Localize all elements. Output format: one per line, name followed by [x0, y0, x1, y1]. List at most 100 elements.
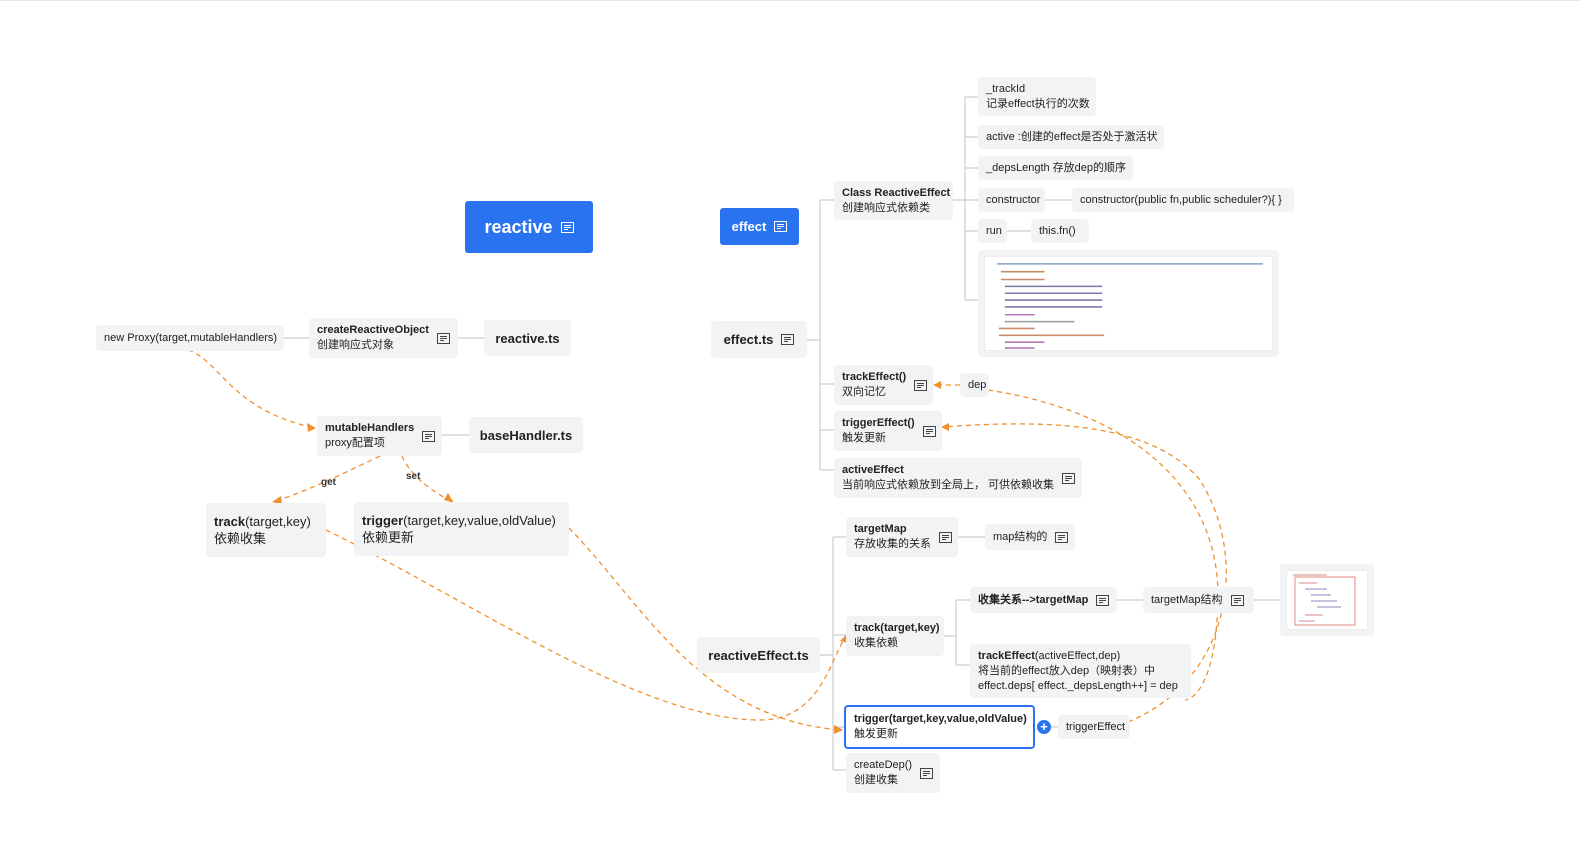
console-screenshot-lines	[996, 263, 1264, 349]
note-icon[interactable]	[1096, 594, 1110, 606]
track-effect-call-node[interactable]: trackEffect(activeEffect,dep) 将当前的effect…	[970, 644, 1191, 698]
node-title: targetMap	[854, 523, 907, 535]
reactive-ts-node[interactable]: reactive.ts	[484, 320, 571, 356]
effect-ts-node[interactable]: effect.ts	[711, 321, 807, 358]
active-node[interactable]: active :创建的effect是否处于激活状	[978, 125, 1164, 149]
deps-length-node[interactable]: _depsLength 存放dep的顺序	[978, 156, 1133, 180]
note-icon[interactable]	[422, 430, 436, 442]
class-reactive-effect-node[interactable]: Class ReactiveEffect 创建响应式依赖类	[834, 181, 953, 220]
collect-relation-node[interactable]: 收集关系-->targetMap	[970, 587, 1117, 613]
trigger-right-node[interactable]: trigger(target,key,value,oldValue) 触发更新	[844, 705, 1035, 749]
edge-effectts-branch	[807, 199, 834, 471]
node-desc: proxy配置项	[325, 437, 385, 449]
node-line2: 将当前的effect放入dep（映射表）中	[978, 664, 1156, 677]
arrow-handlers	[307, 423, 316, 432]
constructor-signature-node[interactable]: constructor(public fn,public scheduler?)…	[1072, 188, 1294, 212]
node-desc: 依赖收集	[214, 531, 267, 546]
top-border	[0, 0, 1580, 1]
console-screenshot-image[interactable]	[978, 250, 1279, 357]
this-fn-label: this.fn()	[1039, 224, 1076, 237]
arrow-track-left	[272, 496, 282, 505]
node-desc: 创建响应式依赖类	[842, 201, 930, 214]
note-icon[interactable]	[560, 221, 574, 233]
node-args: (target,key,value,oldValue)	[403, 513, 556, 528]
node-desc: 存放收集的关系	[854, 538, 931, 550]
link-triggereffect-fn	[941, 423, 1227, 723]
node-desc: 触发更新	[842, 432, 886, 444]
arrow-triggereffect-fn	[941, 423, 949, 431]
trigger-effect-node[interactable]: triggerEffect	[1058, 715, 1130, 739]
create-reactive-object-node[interactable]: createReactiveObject 创建响应式对象	[309, 318, 458, 358]
track-left-node[interactable]: track(target,key) 依赖收集	[206, 503, 326, 557]
note-icon[interactable]	[774, 221, 788, 232]
track-id-node[interactable]: _trackId 记录effect执行的次数	[978, 77, 1096, 116]
trigger-effect-label: triggerEffect	[1066, 720, 1126, 733]
trigger-effect-fn-node[interactable]: triggerEffect() 触发更新	[834, 411, 942, 451]
thumbnail-lines	[1293, 574, 1356, 626]
create-dep-node[interactable]: createDep() 创建收集	[846, 753, 940, 793]
note-icon[interactable]	[436, 332, 450, 344]
constructor-node[interactable]: constructor	[978, 188, 1045, 212]
deps-length-label: _depsLength 存放dep的顺序	[986, 161, 1127, 174]
note-icon[interactable]	[781, 334, 795, 345]
base-handler-ts-node[interactable]: baseHandler.ts	[469, 417, 583, 453]
reactive-root-node[interactable]: reactive	[465, 201, 593, 253]
active-label: active :创建的effect是否处于激活状	[986, 130, 1158, 143]
link-trigger-trigger	[568, 527, 843, 731]
note-icon[interactable]	[922, 425, 936, 437]
node-title: track	[214, 514, 246, 529]
edge-label-get: get	[321, 477, 336, 488]
node-title: Class ReactiveEffect	[842, 186, 951, 199]
constructor-signature-label: constructor(public fn,public scheduler?)…	[1080, 193, 1282, 206]
note-icon[interactable]	[920, 767, 934, 779]
node-line3: effect.deps[ effect._depsLength++] = dep	[978, 679, 1178, 692]
note-icon[interactable]	[914, 379, 928, 391]
edge-class-branch	[953, 96, 978, 301]
new-proxy-node[interactable]: new Proxy(target,mutableHandlers)	[96, 325, 284, 351]
node-title: trigger(target,key,value,oldValue)	[854, 713, 1027, 725]
reactive-effect-ts-node[interactable]: reactiveEffect.ts	[697, 637, 820, 673]
note-icon[interactable]	[1062, 472, 1076, 484]
collect-relation-label: 收集关系-->targetMap	[978, 593, 1089, 606]
edge-label-set: set	[406, 471, 421, 482]
node-title: createReactiveObject	[317, 324, 429, 336]
effect-root-node[interactable]: effect	[720, 208, 799, 245]
node-title: trackEffect	[978, 649, 1035, 662]
note-icon[interactable]	[939, 531, 952, 543]
node-desc: 记录effect执行的次数	[986, 97, 1090, 110]
target-map-diagram-thumbnail[interactable]	[1280, 564, 1374, 636]
plus-circle-icon[interactable]: +	[1037, 720, 1051, 734]
note-icon[interactable]	[1055, 531, 1069, 543]
target-map-struct-node[interactable]: targetMap结构	[1143, 587, 1254, 613]
map-struct-label: map结构的	[993, 530, 1048, 543]
track-effect-fn-node[interactable]: trackEffect() 双向记忆	[834, 365, 933, 405]
node-desc: 依赖更新	[362, 530, 415, 545]
node-desc: 创建收集	[854, 774, 898, 786]
reactive-ts-label: reactive.ts	[495, 330, 560, 346]
node-title: track(target,key)	[854, 622, 940, 634]
run-label: run	[986, 224, 1002, 237]
arrow-trackeffect	[933, 381, 941, 389]
map-struct-node[interactable]: map结构的	[985, 524, 1075, 550]
this-fn-node[interactable]: this.fn()	[1031, 219, 1089, 243]
effect-root-label: effect	[731, 219, 767, 234]
run-node[interactable]: run	[978, 219, 1007, 243]
track-right-node[interactable]: track(target,key) 收集依赖	[846, 616, 944, 656]
link-track-track	[325, 529, 847, 721]
edge-track-branch	[944, 599, 970, 666]
node-title: mutableHandlers	[325, 422, 415, 434]
active-effect-node[interactable]: activeEffect 当前响应式依赖放到全局上， 可供依赖收集	[834, 458, 1082, 498]
node-desc: 触发更新	[854, 728, 898, 740]
target-map-struct-label: targetMap结构	[1151, 593, 1223, 606]
trigger-left-node[interactable]: trigger(target,key,value,oldValue) 依赖更新	[354, 502, 569, 556]
node-desc: 创建响应式对象	[317, 339, 394, 351]
mutable-handlers-node[interactable]: mutableHandlers proxy配置项	[317, 416, 442, 456]
target-map-node[interactable]: targetMap 存放收集的关系	[846, 517, 958, 557]
node-title: trigger	[362, 513, 404, 528]
node-title: createDep()	[854, 759, 913, 771]
link-handlers-track	[272, 455, 381, 503]
reactive-root-label: reactive	[484, 216, 553, 237]
dep-node[interactable]: dep	[960, 373, 989, 397]
note-icon[interactable]	[1230, 594, 1244, 606]
arrow-trigger-left	[444, 493, 454, 503]
